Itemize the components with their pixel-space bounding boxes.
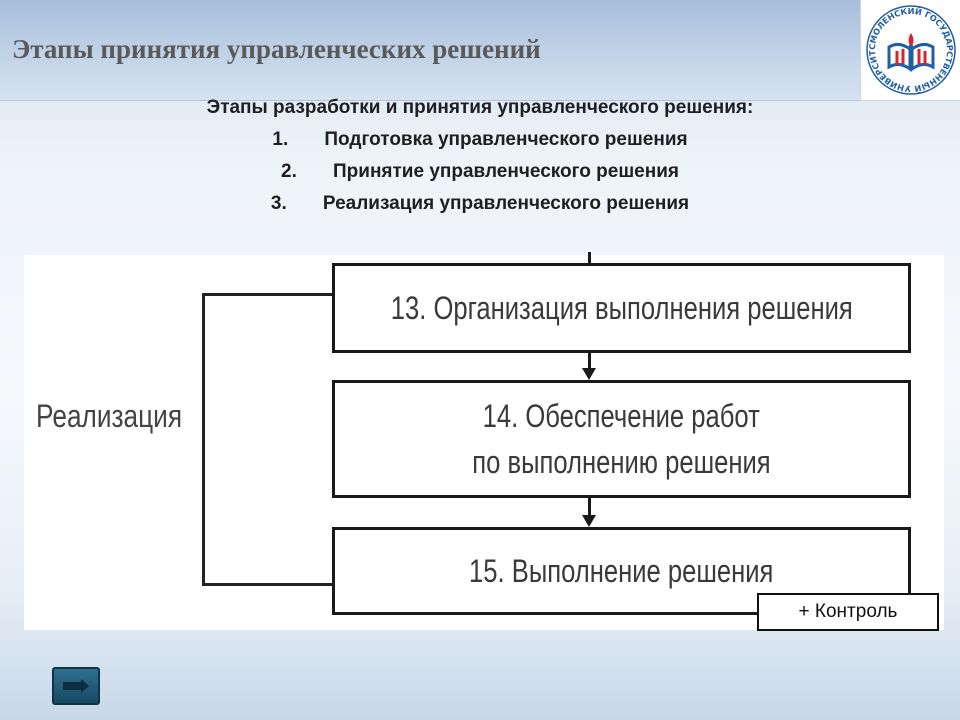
bracket-vertical [202, 293, 205, 585]
next-slide-button[interactable] [52, 667, 100, 705]
arrow-down-icon [582, 368, 596, 380]
logo-emblem-icon: СМОЛЕНСКИЙ ГОСУДАРСТВЕННЫЙ УНИВЕРСИТЕТ [861, 0, 956, 95]
arrow-stem [588, 252, 591, 263]
bracket-top [202, 293, 333, 296]
intro-item-number: 1. [272, 129, 289, 150]
arrow-stem [588, 498, 591, 515]
intro-item: 2. Принятие управленческого решения [0, 156, 960, 188]
intro-item-text: Принятие управленческого решения [333, 161, 679, 182]
step-box-14: 14. Обеспечение работ по выполнению реше… [332, 380, 911, 498]
play-next-icon [63, 679, 89, 693]
university-logo: СМОЛЕНСКИЙ ГОСУДАРСТВЕННЫЙ УНИВЕРСИТЕТ [860, 0, 960, 101]
step-box-line: 14. Обеспечение работ [482, 398, 761, 434]
intro-item: 1. Подготовка управленческого решения [0, 124, 960, 156]
control-note-box: + Контроль [757, 593, 939, 631]
step-box-line: 13. Организация выполнения решения [390, 290, 853, 326]
slide-title: Этапы принятия управленческих решений [12, 34, 541, 64]
step-box-line: по выполнению решения [472, 444, 771, 480]
header-band [0, 0, 860, 101]
bracket-bottom [202, 583, 333, 586]
stage-label: Реализация [36, 398, 183, 434]
intro-heading: Этапы разработки и принятия управленческ… [206, 97, 754, 118]
step-box-13: 13. Организация выполнения решения [332, 263, 911, 353]
arrow-down-icon [582, 515, 596, 527]
intro-item-number: 3. [270, 193, 287, 214]
intro-list: Этапы разработки и принятия управленческ… [0, 92, 960, 220]
intro-item-text: Реализация управленческого решения [322, 193, 690, 214]
intro-item-number: 2. [281, 161, 297, 182]
intro-item-text: Подготовка управленческого решения [324, 129, 688, 150]
intro-item: 3. Реализация управленческого решения [0, 188, 960, 220]
arrow-stem [588, 353, 591, 368]
step-box-line: 15. Выполнение решения [469, 553, 774, 589]
